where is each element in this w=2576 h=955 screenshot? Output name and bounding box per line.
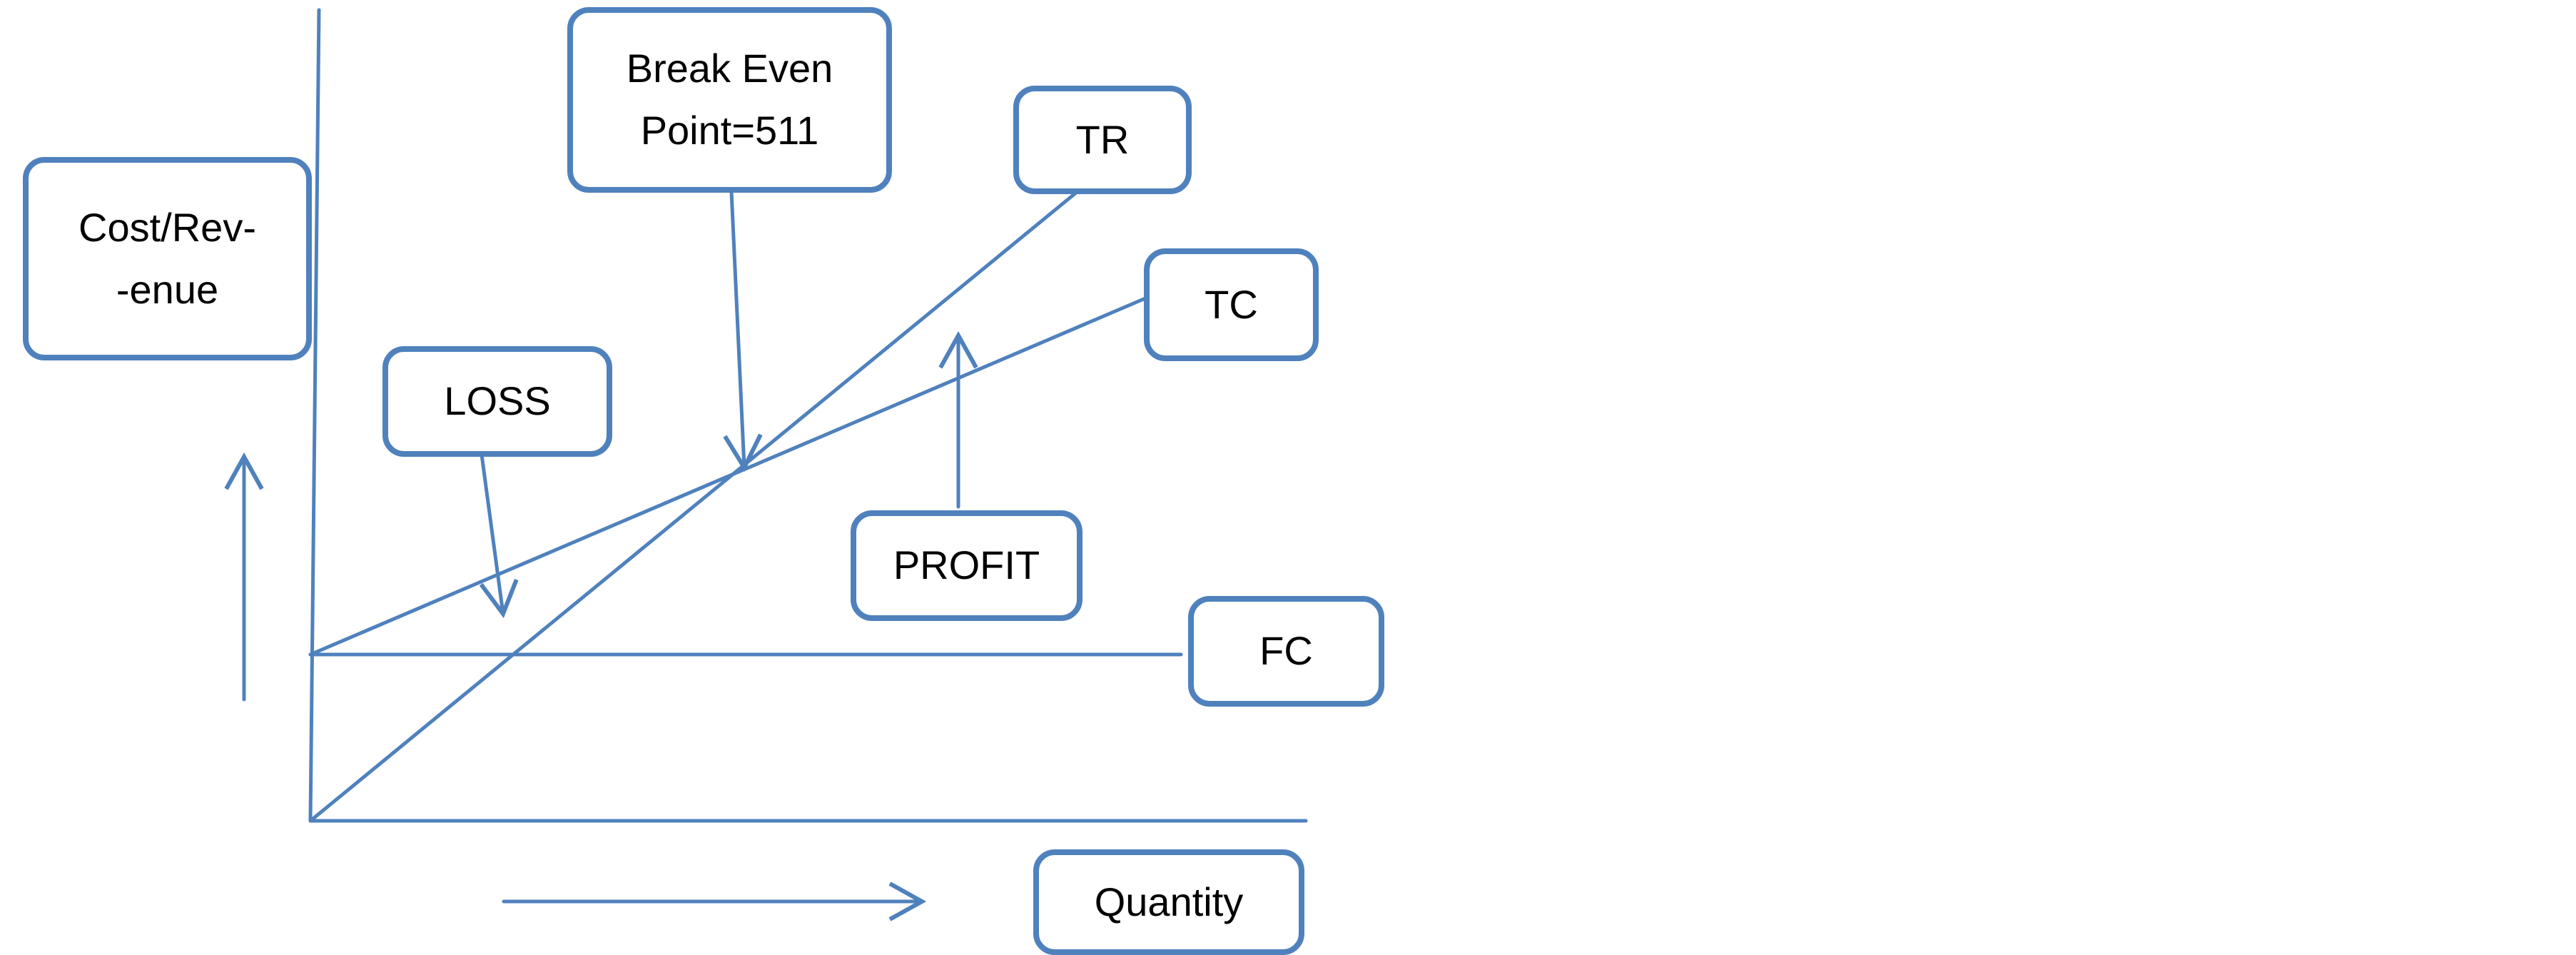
- cost-revenue-label: Cost/Rev- -enue: [23, 157, 312, 360]
- tr-line: [308, 191, 1078, 823]
- quantity-label: Quantity: [1033, 849, 1304, 955]
- loss-arrow: [479, 453, 519, 619]
- y-axis-line: [308, 8, 321, 823]
- profit-label: PROFIT: [851, 510, 1082, 621]
- break-even-label: Break Even Point=511: [567, 7, 892, 193]
- fc-label: FC: [1188, 596, 1384, 707]
- loss-label: LOSS: [382, 346, 612, 457]
- tc-label: TC: [1144, 248, 1319, 361]
- tr-label: TR: [1013, 86, 1192, 194]
- break-even-arrow: [723, 189, 763, 473]
